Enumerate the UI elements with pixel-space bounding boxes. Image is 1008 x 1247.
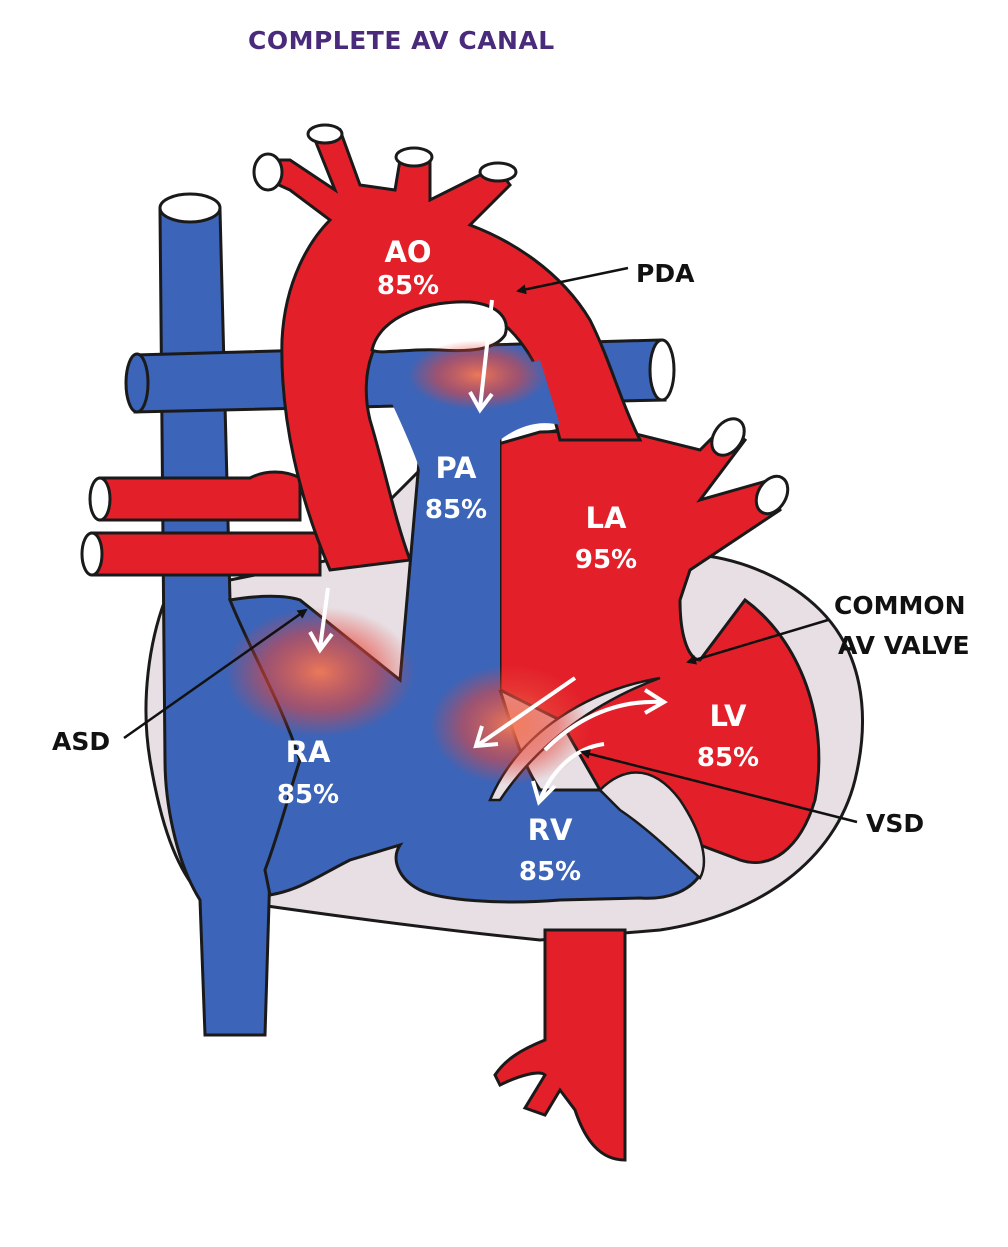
- pv-opening-2: [80, 531, 104, 577]
- vsd-leader: [580, 749, 858, 824]
- pda-arrowhead: [468, 391, 494, 414]
- callout-common-av-valve-line2: AV VALVE: [838, 631, 970, 660]
- asd-leader: [123, 608, 308, 740]
- pulmonary-vein-right-upper: [98, 470, 302, 522]
- sat-ao: 85%: [377, 271, 439, 301]
- label-pa: PA: [435, 451, 477, 485]
- diagram-title: COMPLETE AV CANAL: [248, 26, 555, 55]
- lpv-lower-opening: [754, 474, 790, 516]
- pv-opening-1: [88, 476, 112, 522]
- svc-opening: [158, 192, 222, 224]
- subclavian-opening-2: [478, 161, 518, 183]
- rv-septal-band: [598, 771, 706, 880]
- flow-arrows: [308, 299, 668, 806]
- pda-leader: [516, 266, 629, 295]
- vsd-flow-arrow: [538, 742, 605, 801]
- asd-mixing-glow: [225, 607, 415, 737]
- av-flow-arrow-left: [476, 676, 577, 747]
- pulmonary-trunk: [372, 360, 560, 690]
- common-av-valve-leader: [686, 618, 829, 665]
- callout-asd: ASD: [52, 727, 110, 756]
- av-arrowhead-right: [643, 688, 668, 715]
- label-ra: RA: [286, 735, 331, 769]
- label-la: LA: [586, 501, 627, 535]
- subclavian-opening-1: [394, 146, 434, 168]
- pda-mixing-glow: [408, 340, 548, 410]
- callout-pda: PDA: [636, 259, 695, 288]
- arch-window: [370, 300, 508, 354]
- vsd-arrowhead: [531, 780, 557, 806]
- callout-vsd: VSD: [866, 809, 924, 838]
- sat-ra: 85%: [277, 780, 339, 810]
- lpv-upper-opening: [710, 417, 746, 457]
- pa-right-opening: [648, 338, 676, 402]
- aortic-arch: [259, 128, 643, 572]
- sat-pa: 85%: [425, 495, 487, 525]
- sat-la: 95%: [575, 545, 637, 575]
- av-flow-arrow-right: [543, 699, 663, 752]
- sat-lv: 85%: [697, 743, 759, 773]
- callout-common-av-valve-line1: COMMON: [834, 591, 966, 620]
- label-rv: RV: [528, 813, 573, 847]
- left-atrium-ventricle: [493, 423, 821, 864]
- pda-flow-arrow: [478, 299, 494, 409]
- label-ao: AO: [384, 235, 431, 269]
- carotid-opening: [306, 123, 344, 145]
- pa-left-opening: [124, 352, 150, 414]
- label-lv: LV: [710, 699, 747, 733]
- brachiocephalic-opening: [252, 152, 284, 192]
- pulmonary-vein-right-lower: [90, 531, 322, 577]
- asd-flow-arrow: [318, 587, 330, 649]
- av-arrowhead-left: [473, 725, 499, 749]
- descending-aorta: [493, 928, 627, 1162]
- sat-rv: 85%: [519, 857, 581, 887]
- asd-arrowhead: [308, 631, 334, 654]
- callout-lines: [123, 266, 858, 824]
